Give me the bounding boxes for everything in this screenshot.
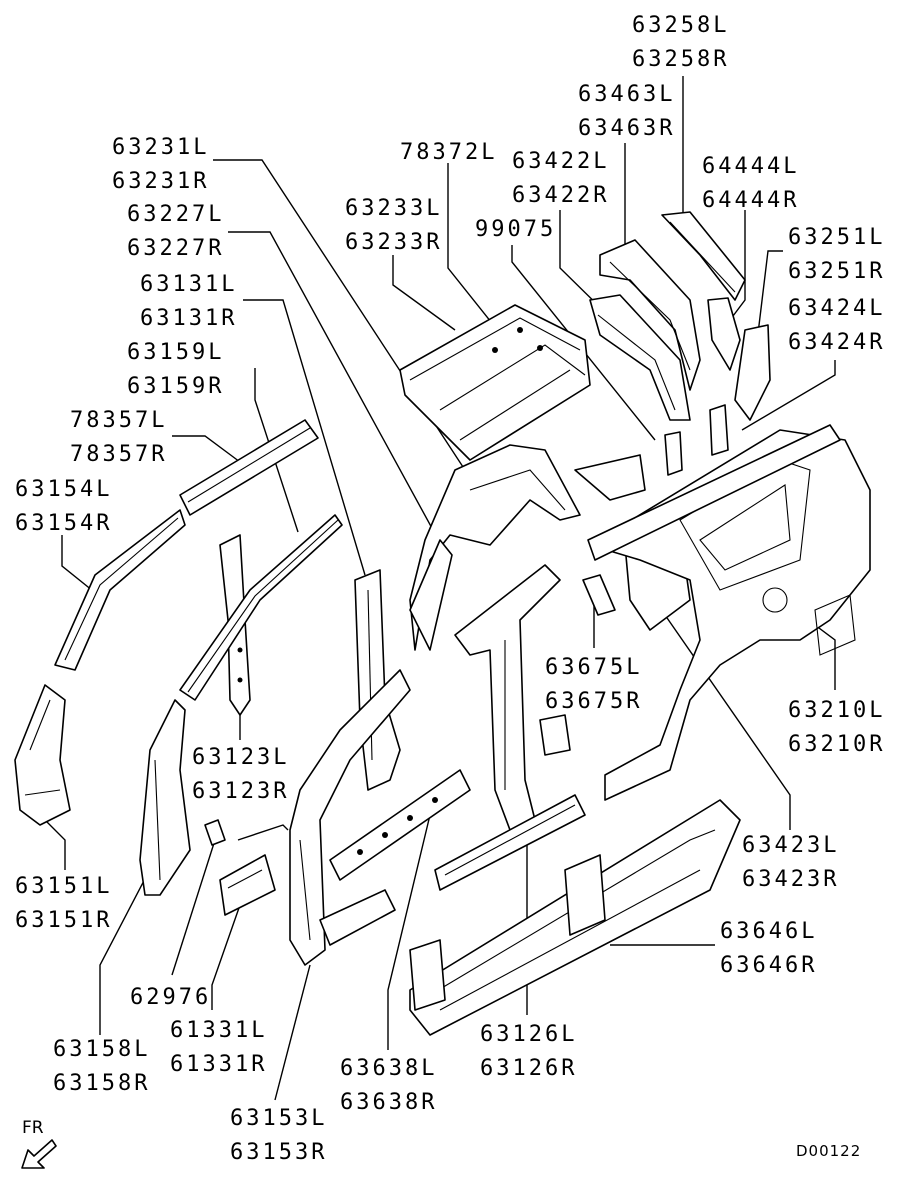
- leader-63638: [387, 814, 431, 1050]
- leader-63227: [228, 231, 446, 553]
- part-63424: [709, 404, 729, 456]
- leader-61331: [211, 904, 241, 1010]
- front-direction-arrow-icon: [21, 1139, 57, 1169]
- part-63231: [409, 444, 581, 651]
- leader-63424: [741, 360, 836, 431]
- leader-63210: [814, 624, 836, 690]
- part-63153: [289, 669, 411, 966]
- front-direction-label: FR: [22, 1118, 44, 1138]
- part-63151: [14, 684, 71, 826]
- leader-63233: [392, 255, 456, 331]
- part-63251: [734, 324, 771, 421]
- part-78357: [179, 419, 319, 516]
- leader-63153: [274, 964, 311, 1101]
- leader-63251: [755, 250, 783, 351]
- part-63422: [589, 294, 691, 421]
- part-99075: [664, 431, 683, 476]
- leader-78357: [172, 435, 241, 463]
- leader-63158: [99, 849, 161, 1035]
- part-63675: [582, 574, 616, 616]
- part-62976: [204, 819, 226, 846]
- leader-63154: [61, 535, 99, 596]
- part-63227: [409, 539, 453, 651]
- leader-64444: [729, 210, 746, 321]
- leader-63159: [254, 368, 299, 533]
- drawing-code: D00122: [796, 1142, 862, 1160]
- leader-63151: [44, 819, 66, 870]
- part-63423a: [574, 454, 646, 501]
- part-63258: [661, 211, 746, 301]
- parts: [14, 211, 871, 1036]
- label-99075: 99075: [475, 217, 557, 242]
- leader-62976: [171, 839, 216, 976]
- part-61331: [219, 854, 276, 916]
- label-62976: 62976: [130, 985, 212, 1010]
- part-63126-sill: [434, 794, 586, 891]
- leader-lines: [44, 76, 836, 1101]
- leader-63231: [213, 159, 466, 471]
- part-63159: [179, 514, 343, 701]
- part-63158: [139, 699, 191, 896]
- leader-62976-to-pillar: [237, 824, 289, 841]
- part-63233: [399, 304, 591, 461]
- part-63154: [54, 509, 186, 671]
- leader-99075: [511, 245, 656, 441]
- part-64444: [707, 297, 741, 371]
- leader-63131: [243, 299, 366, 576]
- part-roof-rail: [587, 424, 841, 561]
- part-63463: [599, 239, 701, 391]
- label-78372: 78372L: [400, 140, 498, 165]
